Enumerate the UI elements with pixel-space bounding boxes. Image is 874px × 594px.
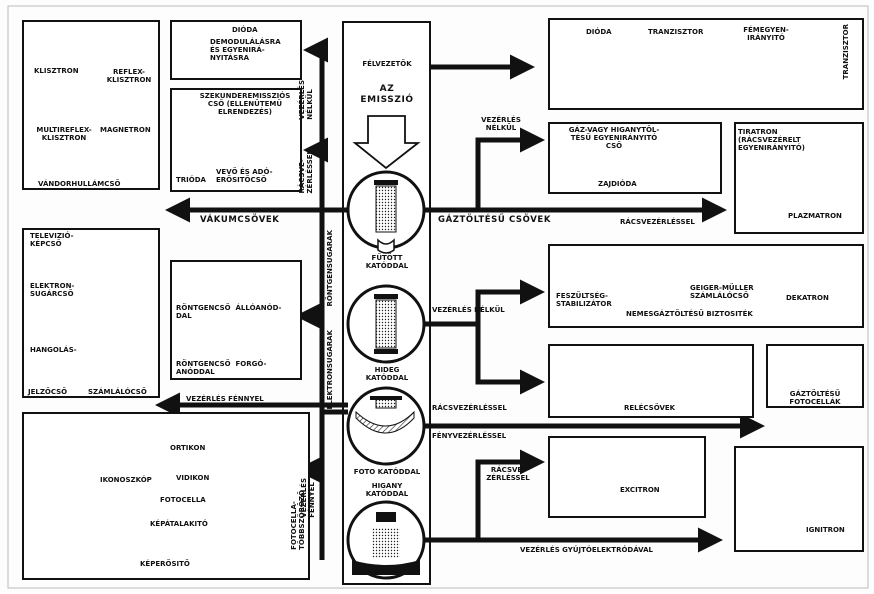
- label-vacuum-tubes: VÁKUMCSÖVEK: [200, 216, 279, 224]
- label-vidicon: VIDIKON: [176, 474, 209, 482]
- label-semi-diode: DIÓDA: [586, 28, 612, 36]
- mercury-cathode-icon: [348, 502, 424, 578]
- label-ignitron: IGNITRON: [806, 526, 845, 534]
- label-gas-rectifier: GÁZ-VAGY HIGANYTÖL- TÉSŰ EGYENIRÁNYITÓ C…: [556, 126, 672, 150]
- klystron-box: [22, 20, 160, 190]
- label-no-control-mid: VEZÉRLÉS NÉLKÜL: [432, 306, 505, 314]
- label-light-control: FÉNYVEZÉRLÉSSEL: [432, 432, 506, 440]
- label-tv-tube: TELEVIZIÓ- KÉPCSŐ: [30, 232, 74, 248]
- label-xray-rotating: RÖNTGENCSŐ FORGÓ- ANÓDDAL: [176, 360, 266, 376]
- label-counter-tube: SZÁMLÁLÓCSŐ: [88, 388, 147, 396]
- label-triode: TRIÓDA: [176, 176, 206, 184]
- label-noise-diode: ZAJDIÓDA: [598, 180, 637, 188]
- label-xray-fixed: RÖNTGENCSŐ ÁLLÓANÓD- DAL: [176, 304, 281, 320]
- label-electron-ray-tube: ELEKTRON- SUGÁRCSŐ: [30, 282, 74, 298]
- label-multireflex-klystron: MULTIREFLEX- KLISZTRON: [26, 126, 102, 142]
- label-grid-control-1: RÁCSVEZÉRLÉSSEL: [620, 218, 695, 226]
- photo-cathode-icon: [348, 388, 424, 464]
- label-dekatron: DEKATRON: [786, 294, 829, 302]
- label-geiger: GEIGER-MÜLLER SZÁMLÁLÓCSŐ: [690, 284, 754, 300]
- label-gas-photocells: GÁZTÖLTÉSŰ FOTOCELLÁK: [770, 390, 860, 406]
- label-magnetron: MAGNETRON: [100, 126, 151, 134]
- label-gas-tubes: GÁZTÖLTÉSŰ CSÖVEK: [438, 216, 551, 224]
- excitron-box: [548, 436, 706, 518]
- label-light-control-left: VEZÉRLÉS FÉNNYEL: [186, 395, 264, 403]
- label-voltage-stabilizer: FESZÜLTSÉG- STABILIZÁTOR: [556, 292, 612, 308]
- label-indicator-tube: JELZŐCSŐ: [28, 388, 67, 396]
- label-iconoscope: IKONOSZKÓP: [100, 476, 152, 484]
- label-orthicon: ORTIKON: [170, 444, 205, 452]
- label-mercury-cathode: HIGANY KATÓDDAL: [352, 482, 422, 498]
- label-semi-transistor: TRANZISZTOR: [648, 28, 703, 36]
- label-diode-desc: DEMODULÁLÁSRA ÉS EGYENIRÁ- NYITÁSRA: [210, 38, 281, 62]
- label-secondary-emission: SZEKUNDEREMISSZIÓS CSŐ (ELLENÜTEMŰ ELREN…: [190, 92, 300, 116]
- label-photomultiplier: FOTOCELLA- TÖBBSZÖRÖZŐ: [290, 490, 306, 550]
- label-cold-cathode: HIDEG KATÓDDAL: [352, 366, 422, 382]
- label-v-no-control: VEZÉRLÉS NÉLKÜL: [298, 80, 314, 120]
- label-v-grid-control: RÁCSVE- ZÉRLÉSSEL: [298, 150, 314, 194]
- cold-cathode-icon: [348, 286, 424, 362]
- label-excitron: EXCITRON: [620, 486, 660, 494]
- label-metal-rectifier: FÉMEGYEN- IRÁNYITÓ: [736, 26, 796, 42]
- label-semiconductors: FÉLVEZETŐK: [352, 60, 422, 68]
- label-receiver-amp: VEVŐ ÉS ADÓ- ERŐSITŐCSŐ: [216, 168, 272, 184]
- label-grid-control-3: RÁCSVE- ZÉRLÉSSEL: [480, 466, 536, 482]
- label-ignition-control: VEZÉRLÉS GYÚJTÓELEKTRÓDÁVAL: [520, 546, 653, 554]
- crt-box: [22, 228, 160, 398]
- label-v-electron: ELEKTRONSUGARAK: [326, 330, 334, 410]
- label-heated-cathode: FŰTÖTT KATÓDDAL: [352, 254, 422, 270]
- label-relay-tubes: RELÉCSÖVEK: [624, 404, 675, 412]
- label-diode: DIÓDA: [232, 26, 258, 34]
- label-thyratron: TIRATRON (RÁCSVEZÉRELT EGYENIRÁNYITÓ): [738, 128, 805, 152]
- label-photocell: FOTOCELLA: [160, 496, 206, 504]
- label-image-intensifier: KÉPERŐSITŐ: [140, 560, 190, 568]
- label-plasmatron: PLAZMATRON: [788, 212, 842, 220]
- label-transistor-vertical: TRANZISZTOR: [842, 24, 850, 79]
- label-emission: AZ EMISSZIÓ: [352, 84, 422, 106]
- ignitron-box: [734, 446, 864, 552]
- label-reflex-klystron: REFLEX- KLISZTRON: [100, 68, 158, 84]
- label-tuning: HANGOLÁS-: [30, 346, 77, 354]
- label-image-converter: KÉPÁTALAKITÓ: [150, 520, 208, 528]
- label-photo-cathode: FOTO KATÓDDAL: [342, 468, 432, 476]
- label-grid-control-2: RÁCSVEZÉRLÉSSEL: [432, 404, 507, 412]
- label-noble-fuse: NEMESGÁZTÖLTÉSŰ BIZTOSITÉK: [626, 310, 753, 318]
- label-no-control-top: VEZÉRLÉS NÉLKÜL: [476, 116, 526, 132]
- label-travelling-wave: VÁNDORHULLÁMCSŐ: [38, 180, 120, 188]
- label-v-xray: RÖNTGENSUGARAK: [326, 230, 334, 306]
- label-klystron: KLISZTRON: [34, 67, 79, 75]
